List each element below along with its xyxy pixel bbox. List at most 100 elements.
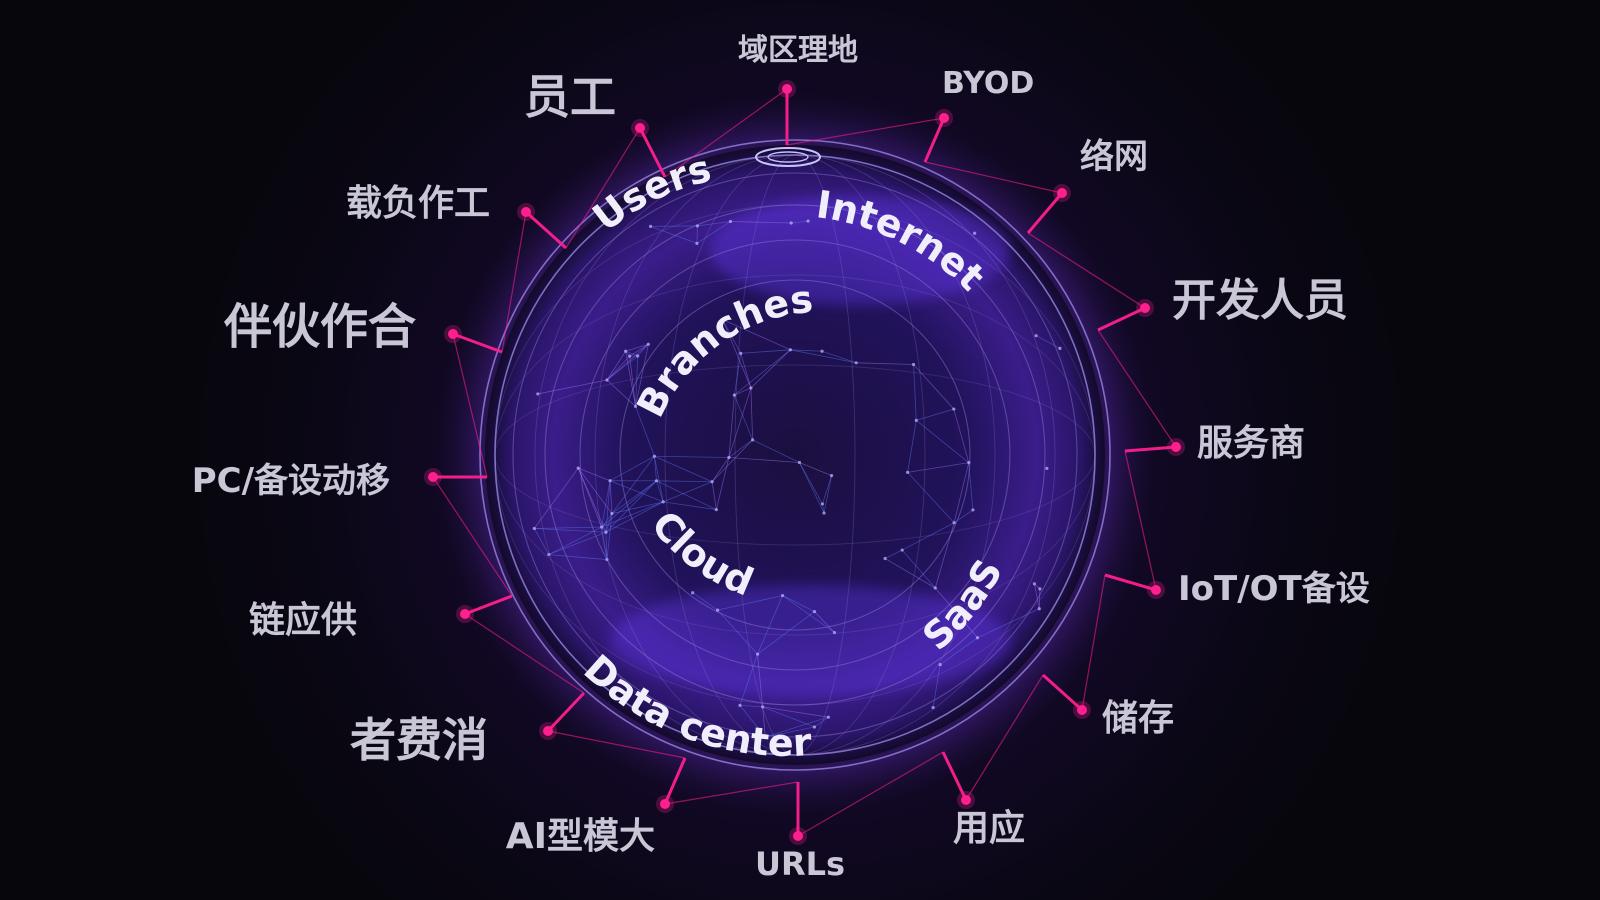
connector-spoke-8: [941, 751, 968, 801]
mesh-link-110: [762, 706, 766, 738]
mesh-link-101: [533, 528, 550, 555]
mesh-link-131: [821, 350, 857, 364]
mesh-link-63: [932, 664, 941, 708]
connector-mesh-line-1: [786, 117, 945, 146]
mesh-link-132: [728, 457, 800, 463]
mesh-link-96: [913, 364, 955, 410]
mesh-link-88: [711, 457, 730, 482]
mesh-link-18: [1034, 583, 1040, 609]
mesh-node-64: [812, 609, 817, 614]
connector-dot-6: [1151, 585, 1161, 595]
mesh-link-107: [790, 349, 857, 364]
mesh-link-75: [1038, 588, 1041, 609]
mesh-link-90: [968, 462, 974, 510]
mesh-link-103: [717, 595, 783, 611]
mesh-link-95: [953, 408, 970, 463]
sphere-top-pole: [755, 147, 821, 167]
mesh-link-32: [734, 387, 752, 396]
outer-label-11: 者费消: [350, 713, 488, 767]
mesh-link-56: [916, 420, 970, 463]
connector-mesh-line-5: [1124, 450, 1157, 591]
mesh-link-44: [606, 343, 649, 381]
mesh-link-93: [696, 221, 731, 244]
connector-spoke-3: [1026, 192, 1064, 234]
mesh-node-24: [654, 479, 659, 483]
mesh-link-134: [715, 457, 730, 510]
mesh-link-129: [799, 462, 823, 505]
mesh-link-5: [578, 467, 611, 482]
connector-dot-4: [1140, 303, 1150, 313]
sphere-ring-5: [579, 239, 1011, 671]
mesh-node-56: [826, 715, 831, 719]
mesh-link-117: [717, 609, 758, 655]
outer-label-7: 储存: [1102, 698, 1174, 739]
mesh-link-58: [907, 420, 917, 473]
mesh-link-109: [734, 349, 791, 396]
mesh-node-3: [600, 525, 604, 529]
sphere-ring-4: [544, 204, 1046, 706]
mesh-link-82: [656, 480, 717, 510]
mesh-link-7: [884, 549, 903, 559]
mesh-link-1: [577, 467, 603, 528]
mesh-link-51: [1035, 335, 1061, 349]
sphere-glow-band-bottom: [610, 585, 1010, 695]
mesh-link-27: [740, 353, 752, 389]
mesh-link-15: [534, 526, 602, 529]
mesh-node-15: [605, 557, 609, 562]
outer-label-10: AI型模大: [506, 816, 655, 857]
mesh-link-71: [629, 356, 636, 407]
mesh-node-25: [646, 342, 650, 346]
connector-dot-12: [460, 609, 470, 619]
mesh-link-67: [611, 501, 664, 514]
mesh-link-135: [757, 611, 815, 655]
connector-dot-2: [939, 113, 949, 123]
sphere-ring-6: [619, 279, 971, 631]
connector-mesh-line-6: [1081, 574, 1106, 711]
outer-label-2: BYOD: [942, 66, 1034, 101]
mesh-link-24: [739, 704, 763, 708]
mesh-node-38: [973, 231, 977, 235]
connector-dot-11: [543, 726, 553, 736]
mesh-link-113: [730, 221, 792, 224]
mesh-link-106: [782, 595, 815, 612]
mesh-link-86: [791, 220, 809, 224]
sphere: [435, 95, 1155, 815]
connector-spoke-16: [638, 127, 667, 178]
mesh-link-79: [656, 480, 713, 483]
mesh-link-99: [534, 528, 606, 533]
mesh-link-98: [605, 513, 613, 533]
mesh-node-33: [547, 552, 551, 557]
sphere-parallel-2: [494, 274, 1096, 636]
outer-label-5: 服务商: [1197, 423, 1305, 464]
mesh-link-122: [907, 462, 969, 473]
mesh-node-46: [967, 461, 971, 465]
mesh-node-4: [1032, 582, 1037, 586]
mesh-node-50: [624, 349, 628, 353]
connector-mesh-line-13: [452, 333, 488, 478]
mesh-node-63: [952, 521, 956, 525]
mesh-link-69: [609, 480, 664, 503]
connector-spoke-15: [524, 210, 568, 250]
mesh-link-31: [728, 387, 752, 458]
mesh-link-45: [606, 355, 630, 381]
mesh-link-127: [907, 472, 955, 524]
mesh-link-14: [601, 513, 613, 528]
sphere-parallel-1: [494, 364, 1096, 546]
outer-label-14: 伴伙作合: [223, 299, 416, 355]
mesh-link-16: [601, 480, 611, 528]
mesh-node-52: [911, 362, 916, 367]
outer-label-4: 开发人员: [1172, 275, 1348, 326]
connector-spoke-5: [1124, 445, 1177, 453]
sphere-meridian-2: [664, 154, 926, 756]
connector-dot-10: [660, 799, 670, 809]
connector-mesh-line-11: [464, 613, 585, 694]
mesh-link-19: [606, 355, 638, 381]
mesh-link-50: [799, 462, 825, 514]
mesh-node-45: [763, 735, 767, 739]
mesh-link-3: [577, 467, 613, 514]
mesh-node-49: [532, 526, 536, 531]
mesh-link-77: [765, 726, 815, 738]
mesh-node-1: [576, 466, 580, 470]
connector-spoke-7: [1041, 673, 1084, 712]
mesh-link-97: [548, 531, 607, 555]
